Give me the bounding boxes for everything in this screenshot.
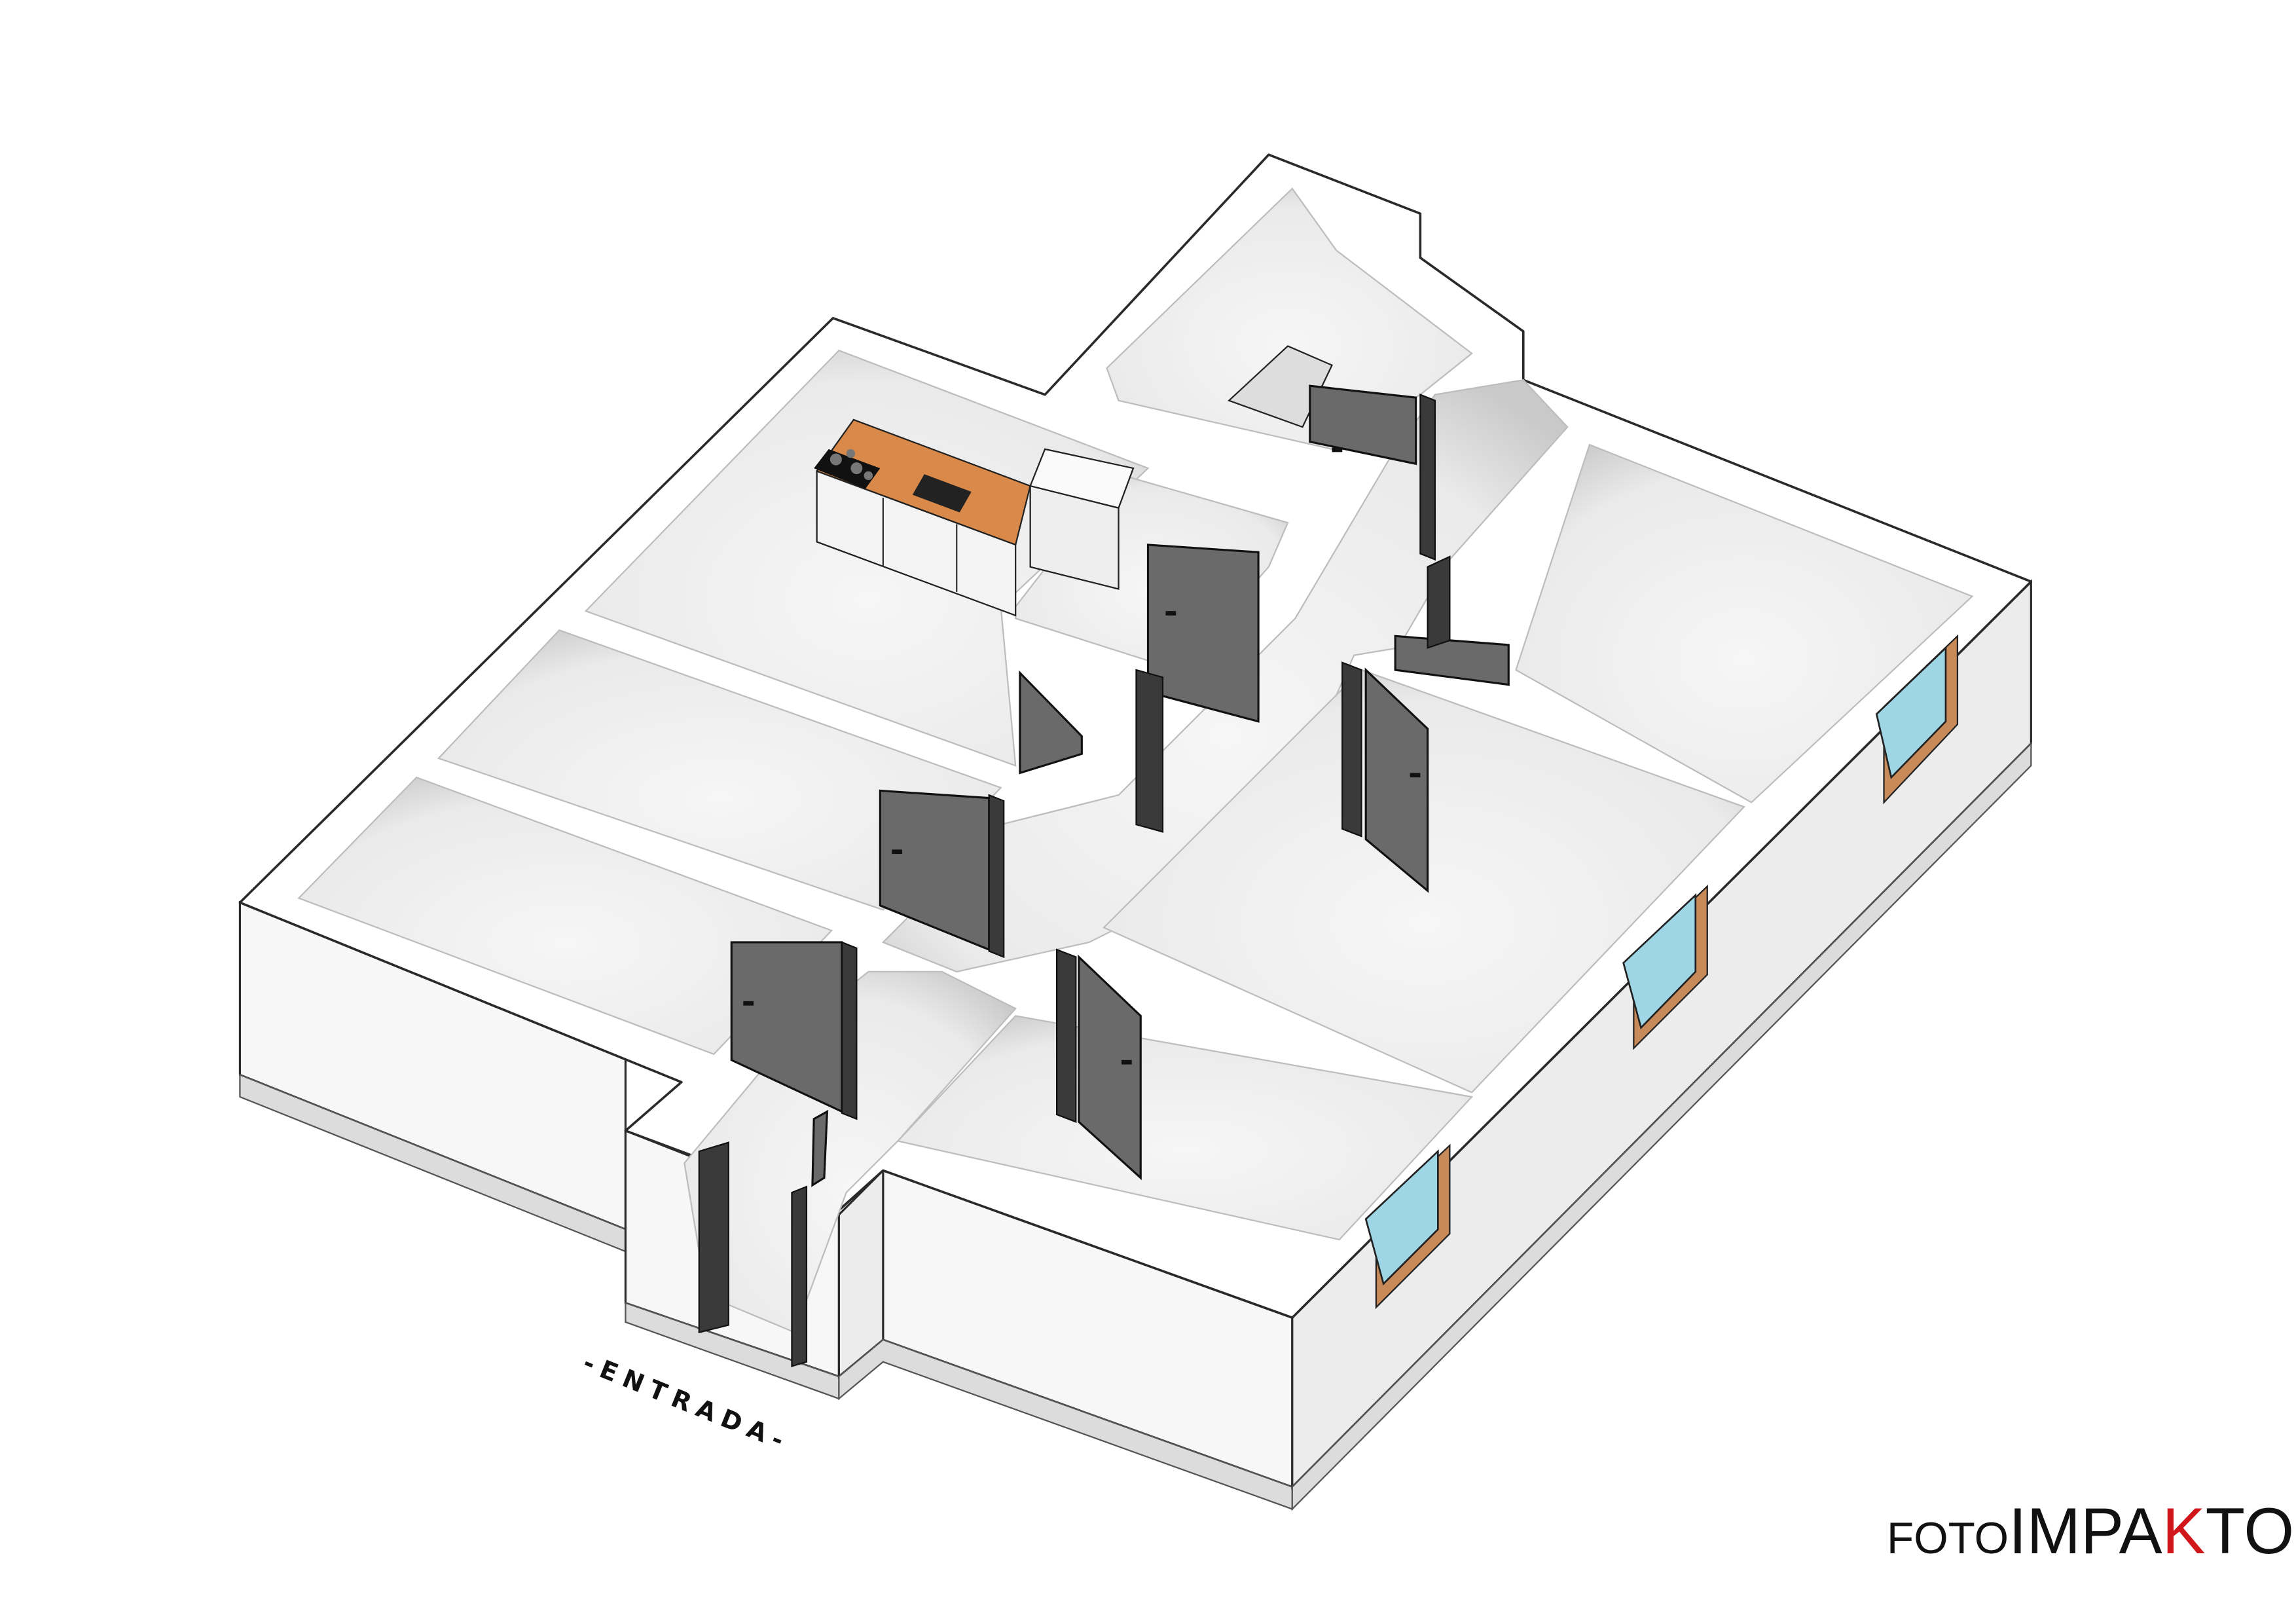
door-jamb — [988, 794, 1005, 959]
bedroom-left-floor — [437, 629, 1002, 911]
bedroom-right-door[interactable] — [1394, 635, 1510, 686]
door-jamb — [1427, 555, 1451, 649]
window-bedroom-middle — [1622, 893, 1697, 1029]
entrance-door[interactable] — [811, 1109, 829, 1187]
logo-text: FOTOIMPAKTO — [1887, 1494, 2294, 1567]
wc-door[interactable] — [1146, 544, 1260, 723]
doors — [698, 384, 1510, 1367]
right-base — [1291, 741, 2032, 1511]
storage-room-floor — [297, 776, 833, 1056]
door-jamb — [841, 941, 858, 1120]
living-room-floor — [896, 1015, 1474, 1241]
fotoimpakto-logo: FOTOIMPAKTO — [1887, 1494, 2294, 1567]
bedroom-right-floor — [1515, 443, 1974, 803]
kitchen-units — [814, 345, 1334, 617]
sink-icon — [912, 474, 972, 513]
door-jamb — [1135, 669, 1164, 833]
kitchen-cabinets — [816, 470, 1017, 617]
bathroom-door[interactable] — [1309, 384, 1417, 466]
window-bedroom-right — [1875, 646, 1947, 779]
living-room-door[interactable] — [1078, 954, 1142, 1181]
bedroom-middle-door[interactable] — [1364, 667, 1429, 893]
door-jamb — [698, 1141, 729, 1334]
kitchen-door[interactable] — [1019, 670, 1083, 775]
windows — [1364, 634, 1959, 1310]
door-jamb — [1055, 948, 1077, 1123]
window-living-room — [1364, 1149, 1439, 1286]
shower-tray — [1228, 345, 1334, 428]
door-jamb — [1419, 394, 1436, 561]
door-jamb — [791, 1185, 808, 1367]
door-jamb — [1341, 661, 1362, 838]
fridge-front — [1029, 485, 1120, 590]
bathroom-floor — [1106, 187, 1473, 451]
